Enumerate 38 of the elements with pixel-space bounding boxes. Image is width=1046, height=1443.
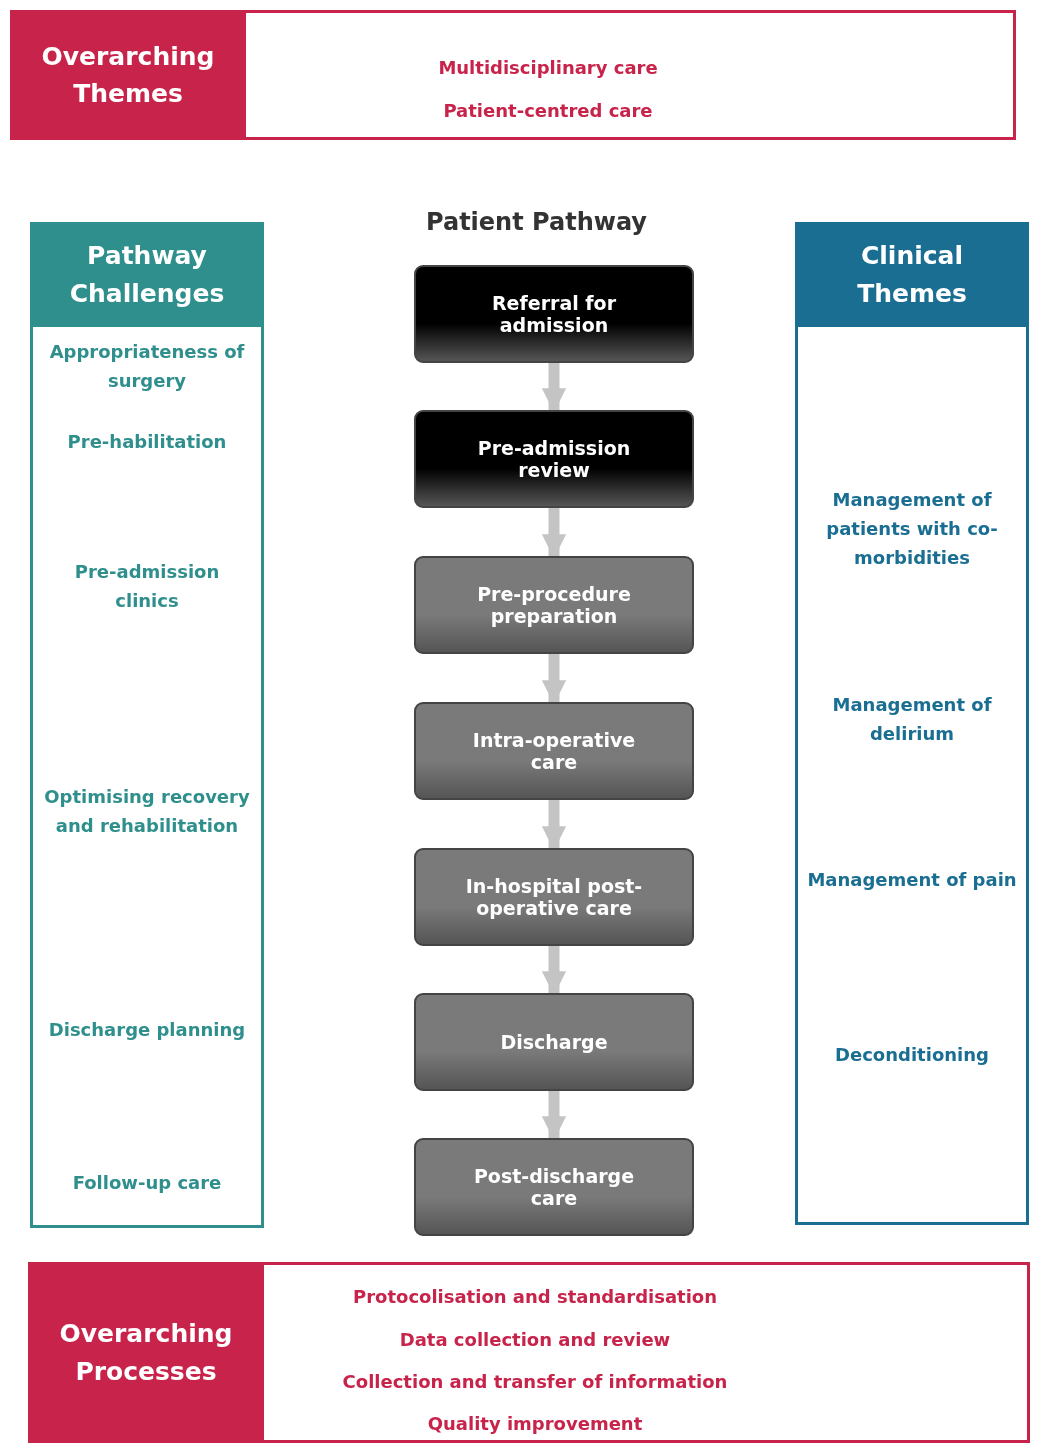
arrow	[541, 654, 567, 705]
theme-panel	[28, 1262, 1030, 1443]
panel-header: Clinical Themes	[795, 222, 1029, 327]
arrow	[541, 1091, 567, 1141]
theme-item: Pre-admission clinics	[73, 560, 221, 613]
theme-panel	[795, 222, 1029, 1225]
panel-header: Overarching Themes	[10, 10, 246, 140]
theme-item: Quality improvement	[426, 1412, 644, 1436]
panel-header: Overarching Processes	[28, 1262, 264, 1443]
theme-panel	[10, 10, 1016, 140]
process-box: In-hospital post-operative care	[414, 848, 694, 946]
process-box: Pre-procedure preparation	[414, 556, 694, 654]
theme-item: Pre-habilitation	[66, 430, 228, 454]
theme-panel	[30, 222, 264, 1228]
theme-item: Management of patients with co-morbidities	[825, 488, 999, 570]
arrow	[541, 508, 567, 559]
theme-item: Collection and transfer of information	[341, 1370, 729, 1394]
process-box: Referral for admission	[414, 265, 694, 363]
arrow	[541, 363, 567, 413]
theme-item: Patient-centred care	[442, 99, 654, 123]
theme-item: Management of delirium	[831, 693, 993, 746]
theme-item: Appropriateness of surgery	[48, 340, 246, 393]
arrow	[541, 800, 567, 851]
process-box: Post-discharge care	[414, 1138, 694, 1236]
process-box: Pre-admission review	[414, 410, 694, 508]
process-box: Discharge	[414, 993, 694, 1091]
theme-item: Data collection and review	[398, 1328, 672, 1352]
arrow	[541, 946, 567, 996]
panel-header: Pathway Challenges	[30, 222, 264, 327]
theme-item: Management of pain	[806, 868, 1018, 892]
theme-item: Deconditioning	[834, 1043, 990, 1067]
theme-item: Follow-up care	[71, 1171, 223, 1195]
column-heading: Patient Pathway	[426, 208, 647, 236]
theme-item: Protocolisation and standardisation	[351, 1285, 718, 1309]
process-box: Intra-operative care	[414, 702, 694, 800]
theme-item: Multidisciplinary care	[437, 56, 659, 80]
theme-item: Optimising recovery and rehabilitation	[43, 785, 251, 838]
theme-item: Discharge planning	[47, 1018, 247, 1042]
